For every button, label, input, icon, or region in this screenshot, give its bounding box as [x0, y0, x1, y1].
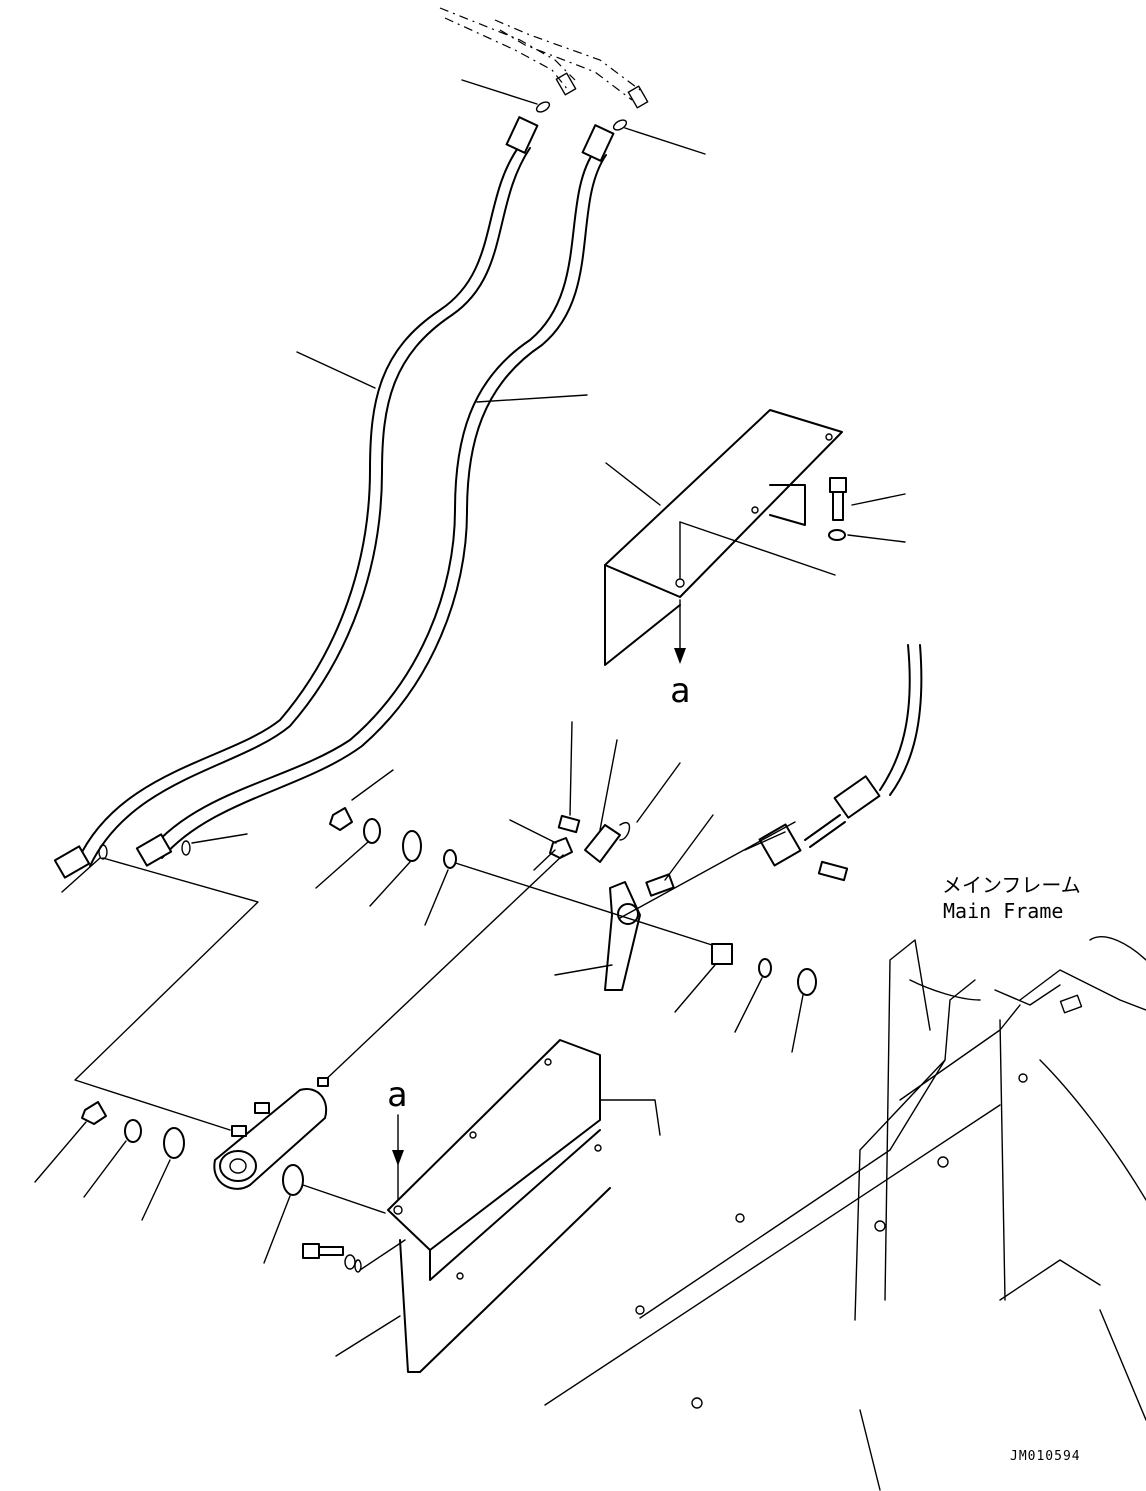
cylinder — [213, 1077, 329, 1190]
main-frame-label-jp: メインフレーム — [942, 873, 1081, 897]
o-ring-top-left — [535, 101, 551, 113]
control-cable — [744, 644, 923, 882]
nut-mid — [329, 807, 353, 831]
main-frame-label-en: Main Frame — [943, 899, 1063, 923]
existing-hoses-dashed — [439, 7, 649, 109]
bolt-bottom — [302, 1243, 362, 1273]
cover-bracket-top — [604, 409, 843, 666]
hose-left — [53, 116, 539, 879]
view-marker-a-top: a — [670, 671, 690, 711]
main-frame — [544, 936, 1146, 1491]
mounting-bracket-bottom — [387, 1039, 661, 1373]
view-marker-a-bottom: a — [387, 1075, 407, 1115]
lever-assembly — [445, 814, 817, 996]
o-ring-top-right — [612, 119, 628, 131]
hose-right — [135, 124, 615, 867]
bolt-top-right — [828, 477, 847, 541]
drawing-code: JM010594 — [1010, 1449, 1081, 1464]
